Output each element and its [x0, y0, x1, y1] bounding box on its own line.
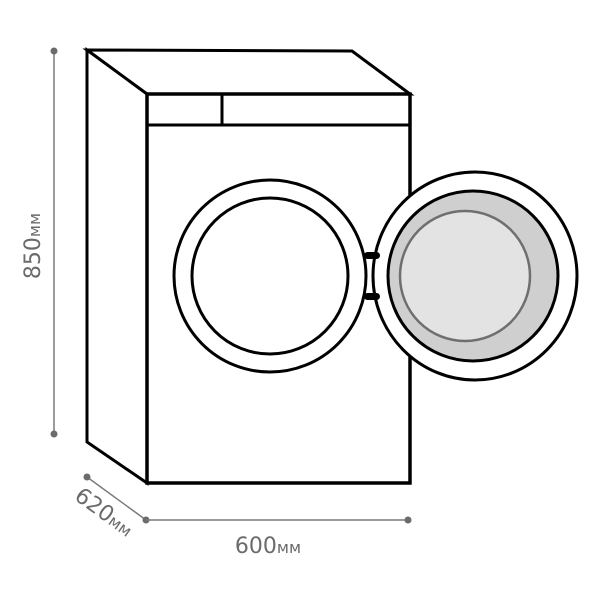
height-dimension: 850мм — [21, 47, 58, 438]
hinge-top — [364, 252, 380, 259]
height-label: 850мм — [21, 213, 46, 279]
open-door — [371, 170, 579, 382]
width-label: 600мм — [235, 534, 301, 559]
depth-label: 620мм — [70, 483, 138, 542]
width-dimension-right-marker — [404, 516, 412, 524]
depth-dimension: 620мм — [70, 473, 150, 542]
side-face — [85, 47, 149, 486]
width-dimension: 600мм — [146, 516, 412, 559]
door-glass-inner — [398, 209, 532, 343]
depth-dimension-back-marker — [83, 473, 91, 481]
door-hinges — [364, 252, 380, 300]
door-opening — [172, 178, 368, 374]
door-opening-inner-ring — [190, 196, 350, 356]
hinge-bottom — [364, 293, 380, 300]
height-dimension-bottom-marker — [50, 430, 58, 438]
height-dimension-top-marker — [50, 47, 58, 55]
